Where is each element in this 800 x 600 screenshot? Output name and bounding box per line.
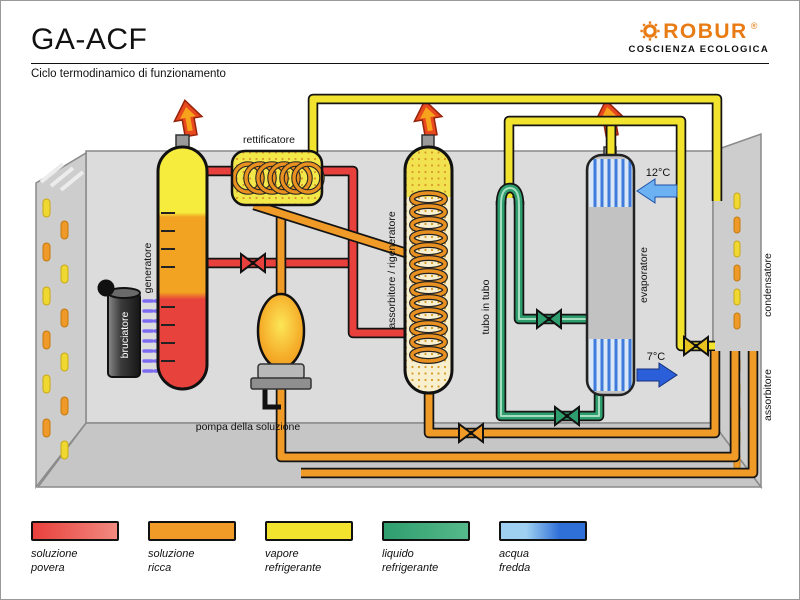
legend-label-line: liquido [382,548,414,560]
water-outlet-temp: 7°C [647,351,666,363]
generatore-label: generatore [142,242,154,293]
assorbitore-label: assorbitore [762,369,774,421]
pompa-unit [250,292,312,410]
vent-slot [733,240,741,258]
legend-swatch-vapore-refrigerante [265,521,353,541]
evaporator-top-tubes [593,159,632,207]
vent-slot [60,308,69,328]
legend-item-liquido-refrigerante: liquido refrigerante [382,521,470,576]
vent-slot [60,396,69,416]
rettificatore-unit [230,149,322,207]
evaporatore-label: evaporatore [638,247,650,303]
page-title: GA-ACF [31,23,148,56]
vent-slot [60,440,69,460]
generatore-body [156,145,209,391]
legend-label-line: fredda [499,562,531,575]
bruciatore-unit [97,279,163,378]
vent-slot [42,374,51,394]
vent-slot [60,264,69,284]
legend-label-line: ricca [148,562,172,575]
assorbitore-rigeneratore-vessel [403,145,454,395]
legend-label-line: soluzione [148,548,195,560]
legend-swatch-soluzione-povera [31,521,119,541]
vent-slot [733,288,741,306]
legend-swatch-liquido-refrigerante [382,521,470,541]
burner-knob [97,279,115,297]
vent-slot [733,312,741,330]
vent-slot [42,242,51,262]
pump-bracket [262,389,281,410]
vent-slot [42,286,51,306]
flame-arrow-icon [170,97,206,139]
evaporatore-vessel [585,153,636,397]
legend-item-acqua-fredda: acqua fredda [499,521,587,576]
legend-label-line: vapore [265,548,299,560]
robur-logo: ROBUR ® COSCIENZA ECOLOGICA [629,21,769,55]
water-inlet-temp: 12°C [646,167,671,179]
vent-slot [733,216,741,234]
vent-slot [733,192,741,210]
hatch-lines [39,162,85,192]
legend: soluzione povera soluzione ricca vapore … [31,521,587,576]
logo-tagline: COSCIENZA ECOLOGICA [628,44,769,55]
legend-swatch-soluzione-ricca [148,521,236,541]
legend-item-vapore-refrigerante: vapore refrigerante [265,521,353,576]
rettificatore-label: rettificatore [243,134,295,146]
acqua-fredda-flow: 12°C 7°C [636,167,678,388]
gear-icon [640,21,660,41]
legend-label-line: povera [31,562,65,575]
vent-slot [42,330,51,350]
evaporator-bottom-tubes [593,339,632,391]
page-subtitle: Ciclo termodinamico di funzionamento [31,68,226,80]
vent-slot [42,198,51,218]
vent-slot [42,418,51,438]
pump-base-upper [257,363,305,380]
header-divider [31,63,769,64]
legend-swatch-acqua-fredda [499,521,587,541]
condensatore-label: condensatore [762,253,774,317]
legend-label-line: refrigerante [382,562,439,575]
pipes-liquido-refrigerante [495,182,605,422]
generatore-vessel [156,145,209,391]
pompa-label: pompa della soluzione [196,421,301,433]
level-marks [161,212,175,362]
pump-vessel [256,292,306,370]
legend-label-line: refrigerante [265,562,322,575]
vent-slot [60,352,69,372]
legend-item-soluzione-povera: soluzione povera [31,521,119,576]
water-inlet-arrow-icon [636,178,678,204]
pipes-soluzione-ricca [252,199,759,479]
pump-base-lower [250,377,312,390]
vent-slot [60,220,69,240]
water-outlet-arrow-icon [636,362,678,388]
legend-item-soluzione-ricca: soluzione ricca [148,521,236,576]
tubo-in-tubo-label: tubo in tubo [480,279,492,334]
registered-mark: ® [750,21,758,31]
vent-slot [733,264,741,282]
assorbitore-rigeneratore-label: assorbitore / rigeneratore [386,211,398,328]
component-labels: generatore bruciatore rettificatore pomp… [119,134,774,433]
legend-label-line: acqua [499,548,529,560]
legend-label-line: soluzione [31,548,78,560]
bruciatore-label: bruciatore [119,312,131,359]
logo-name: ROBUR [663,20,748,43]
